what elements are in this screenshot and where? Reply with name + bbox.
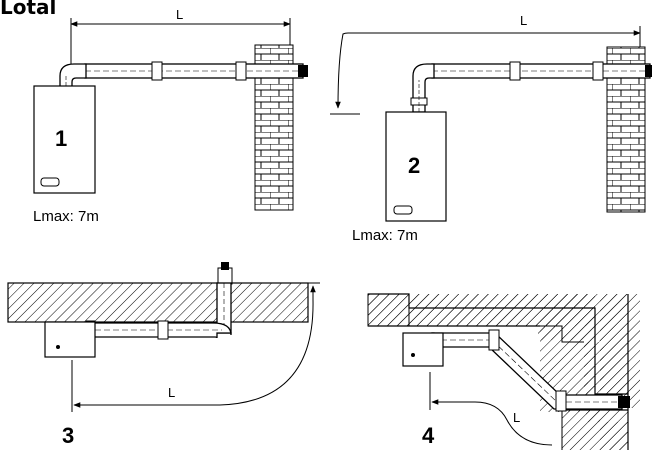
diagram-number-4: 4 [422, 423, 435, 448]
boiler-2 [385, 111, 447, 222]
diagram-4 [367, 293, 640, 450]
max-length-note-2: Lmax: 7m [352, 227, 418, 244]
boiler-display-2 [393, 205, 413, 215]
dimension-curve-4 [431, 399, 553, 446]
dimension-label-1: L [176, 7, 184, 22]
ceiling-slab-3 [7, 282, 309, 323]
page-title: Lotal [0, 0, 57, 19]
dimension-curve-3 [73, 299, 314, 408]
flue-pipe-4 [417, 329, 630, 412]
max-length-note-1: Lmax: 7m [33, 208, 99, 225]
diagram-2 [330, 26, 652, 222]
dimension-label-4: L [513, 410, 521, 425]
diagram-1 [33, 18, 308, 211]
diagram-number-1: 1 [55, 126, 68, 151]
dimension-curve-2 [335, 32, 349, 109]
flue-pipe-2 [410, 61, 652, 113]
dimension-label-3: L [168, 385, 176, 400]
boiler-3 [44, 321, 96, 358]
diagram-number-2: 2 [408, 153, 421, 178]
boiler-4 [402, 332, 444, 367]
diagram-3 [7, 262, 320, 412]
diagram-number-3: 3 [62, 423, 75, 448]
boiler-1 [33, 85, 96, 194]
dimension-label-2: L [520, 13, 528, 28]
flue-pipe-1 [59, 61, 308, 88]
ceiling-slab-4 [367, 293, 410, 327]
boiler-display-1 [40, 177, 60, 187]
